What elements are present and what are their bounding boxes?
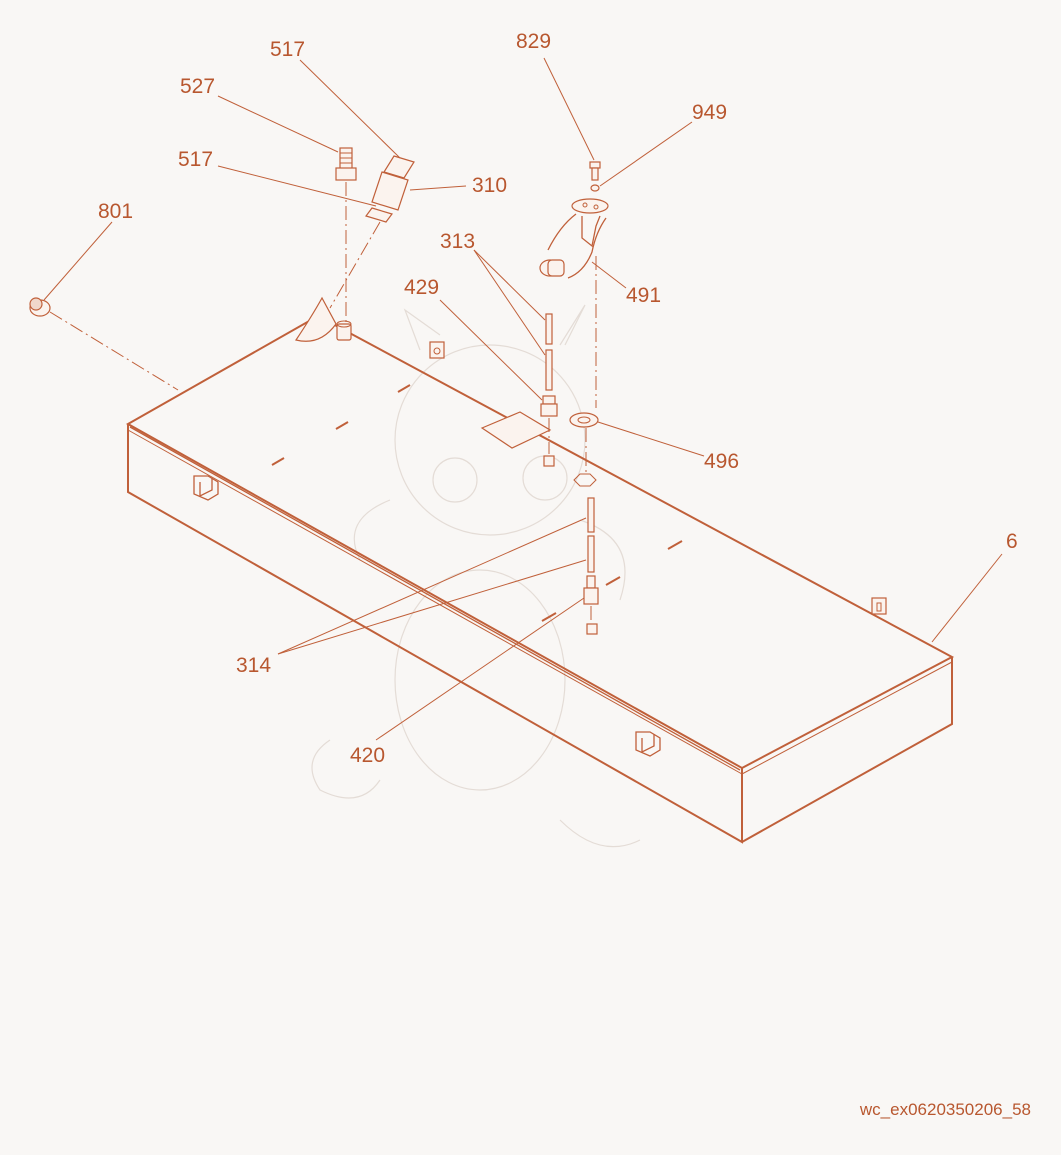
filler-neck [295,296,352,342]
callout-517-mid: 517 [178,148,213,171]
callout-314: 314 [236,654,271,677]
callout-420: 420 [350,744,385,767]
callout-949: 949 [692,101,727,124]
leader-lines [43,57,1003,741]
cap-801 [29,297,51,317]
sender-unit-491 [539,198,609,279]
gasket-496 [569,412,599,428]
callout-829: 829 [516,30,551,53]
stud-314 [583,497,599,635]
callout-429: 429 [404,276,439,299]
mounting-brackets [193,341,887,757]
top-slots [271,384,683,622]
callout-491: 491 [626,284,661,307]
fitting-527 [335,147,357,181]
callout-801: 801 [98,200,133,223]
watermark-illustration [311,304,641,848]
callout-517-top: 517 [270,38,305,61]
callout-6: 6 [1006,530,1018,553]
stud-313 [540,313,558,467]
callout-496: 496 [704,450,739,473]
callout-labels: 829 949 517 527 517 310 801 313 429 491 … [98,30,1018,767]
callout-313: 313 [440,230,475,253]
drawing-code: wc_ex0620350206_58 [859,1100,1031,1119]
callout-527: 527 [180,75,215,98]
washer-949 [590,184,600,192]
tank-box [125,314,955,844]
screw-829 [589,161,601,181]
callout-310: 310 [472,174,507,197]
hose-310 [365,155,415,223]
